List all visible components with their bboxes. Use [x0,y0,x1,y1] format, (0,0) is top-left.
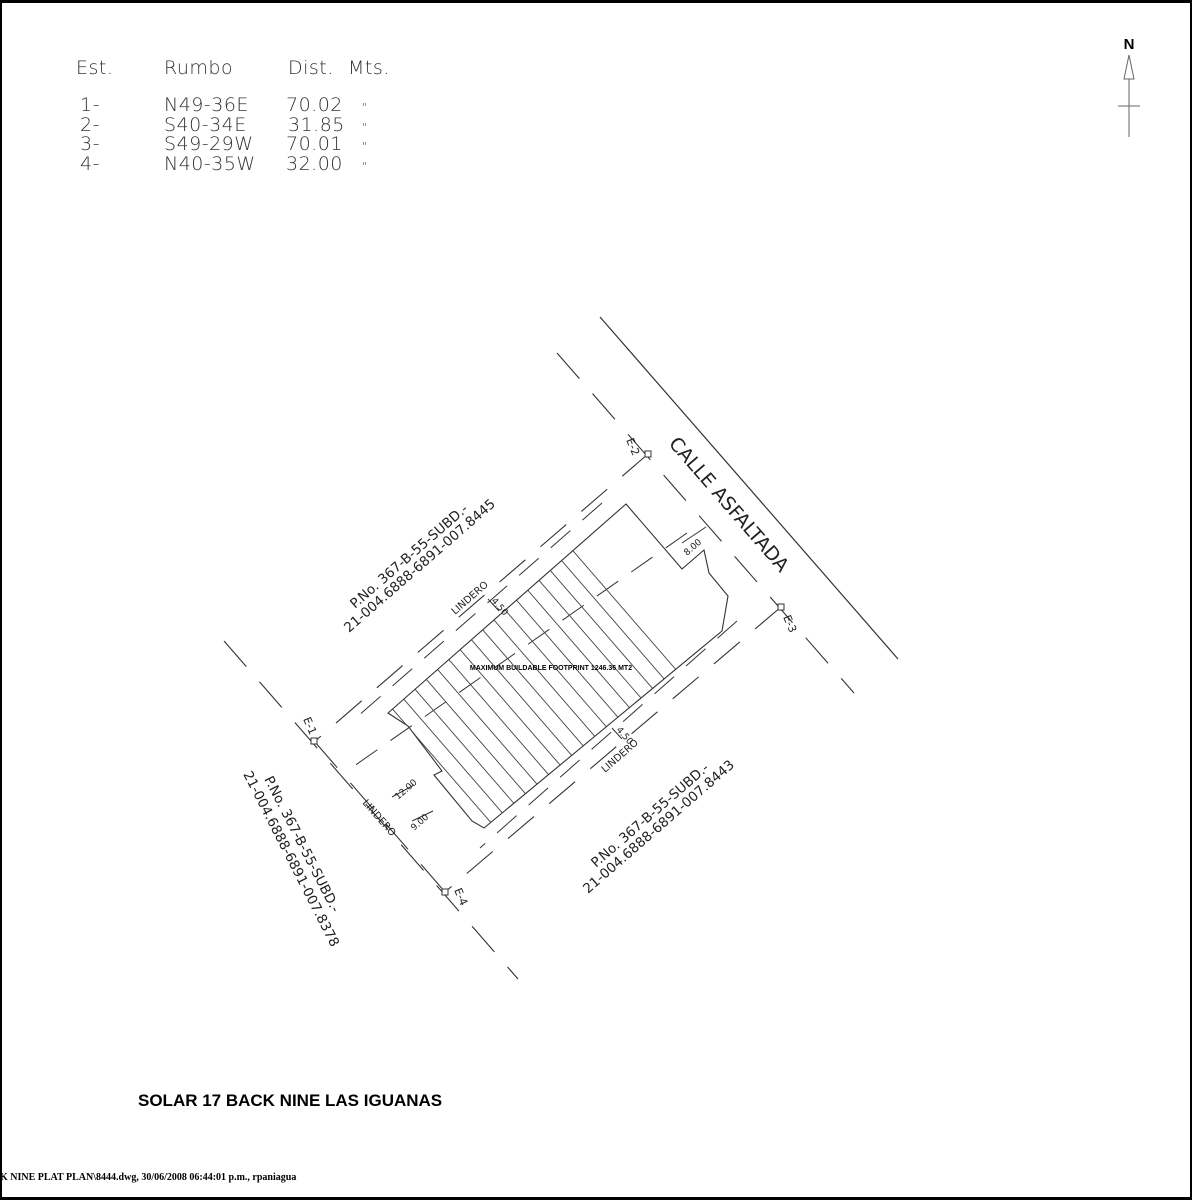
table-row-1-dist: 70.02 [286,94,343,116]
bearing-table: Est. Rumbo Dist. Mts. 1- N49-36E 70.02 "… [76,57,390,175]
station-e1-label: E-1 [300,715,319,737]
neighbor-nw: P.No. 367-B-55-SUBD.- 21-004.6888-6891-0… [341,496,499,636]
table-row-4-rumbo: N40-35W [164,153,256,175]
station-e2-marker [644,450,652,458]
lindero-label-rear: LINDERO [360,798,398,839]
neighbor-sw-line2: 21-004.6888-6891-007.8378 [239,769,342,950]
hatch-line [388,600,460,828]
table-row-4-dist: 32.00 [286,153,343,175]
table-header-dist: Dist. [288,57,334,79]
sheet-title: SOLAR 17 BACK NINE LAS IGUANAS [138,1091,442,1110]
station-e3-marker [777,603,785,611]
neighbor-nw-line2: 21-004.6888-6891-007.8445 [341,496,499,636]
setback-rear-b-value: 9.00 [409,812,431,833]
setback-rear-a-value: 12.00 [393,778,419,803]
table-row-2-dist: 31.85 [288,114,345,136]
lindero-label-nw: LINDERO [450,579,491,617]
hatch-line [388,590,472,828]
setback-lines [346,502,738,849]
street-edge-line [599,316,899,660]
neighbor-se-line1: P.No. 367-B-55-SUBD.- [588,760,712,871]
neighbor-sw: P.No. 367-B-55-SUBD.- 21-004.6888-6891-0… [239,769,343,950]
street-name: CALLE ASFALTADA [664,433,793,577]
table-header-est: Est. [76,57,113,79]
station-e4-label: E-4 [451,886,470,908]
hatch-line [438,504,700,697]
north-arrow-icon: N [1118,36,1140,137]
table-row-3-mark: " [362,140,368,153]
table-header-rumbo: Rumbo [164,57,233,79]
station-e2-label: E-2 [623,436,642,458]
table-row-2-mark: " [362,121,368,134]
plat-drawing: Est. Rumbo Dist. Mts. 1- N49-36E 70.02 "… [2,36,1140,1183]
footprint-label: MAXIMUM BUILDABLE FOOTPRINT 1246.36 MT2 [470,665,632,672]
boundary-lines [223,352,855,980]
table-row-3-dist: 70.01 [286,133,343,155]
hatch-line [404,504,665,726]
hatch-line [388,551,517,828]
plot-stamp: K NINE PLAT PLAN\8444.dwg, 30/06/2008 06… [2,1172,296,1183]
station-markers [310,450,785,896]
table-row-3-rumbo: S49-29W [164,133,254,155]
table-row-3-est: 3- [80,133,100,155]
table-row-2-rumbo: S40-34E [164,114,247,136]
hatch-line [392,504,654,736]
station-e1-marker [310,737,318,745]
neighbor-se-line2: 21-004.6888-6891-007.8443 [580,757,738,897]
table-header-mts: Mts. [348,57,390,79]
lindero-label-se: LINDERO [600,737,641,775]
hatch-line [388,504,643,746]
table-row-2-est: 2- [80,114,100,136]
neighbor-nw-line1: P.No. 367-B-55-SUBD.- [347,501,471,612]
station-e4-marker [441,888,449,896]
plat-sheet: Est. Rumbo Dist. Mts. 1- N49-36E 70.02 "… [2,3,1190,1197]
north-label: N [1124,36,1135,53]
table-row-1-mark: " [362,101,368,114]
dimension-ticks [391,526,707,822]
station-e3-label: E-3 [780,613,799,635]
table-row-1-rumbo: N49-36E [164,94,249,116]
table-row-4-est: 4- [80,153,100,175]
neighbor-se: P.No. 367-B-55-SUBD.- 21-004.6888-6891-0… [580,757,738,897]
table-row-4-mark: " [362,160,368,173]
table-row-1-est: 1- [80,94,100,116]
